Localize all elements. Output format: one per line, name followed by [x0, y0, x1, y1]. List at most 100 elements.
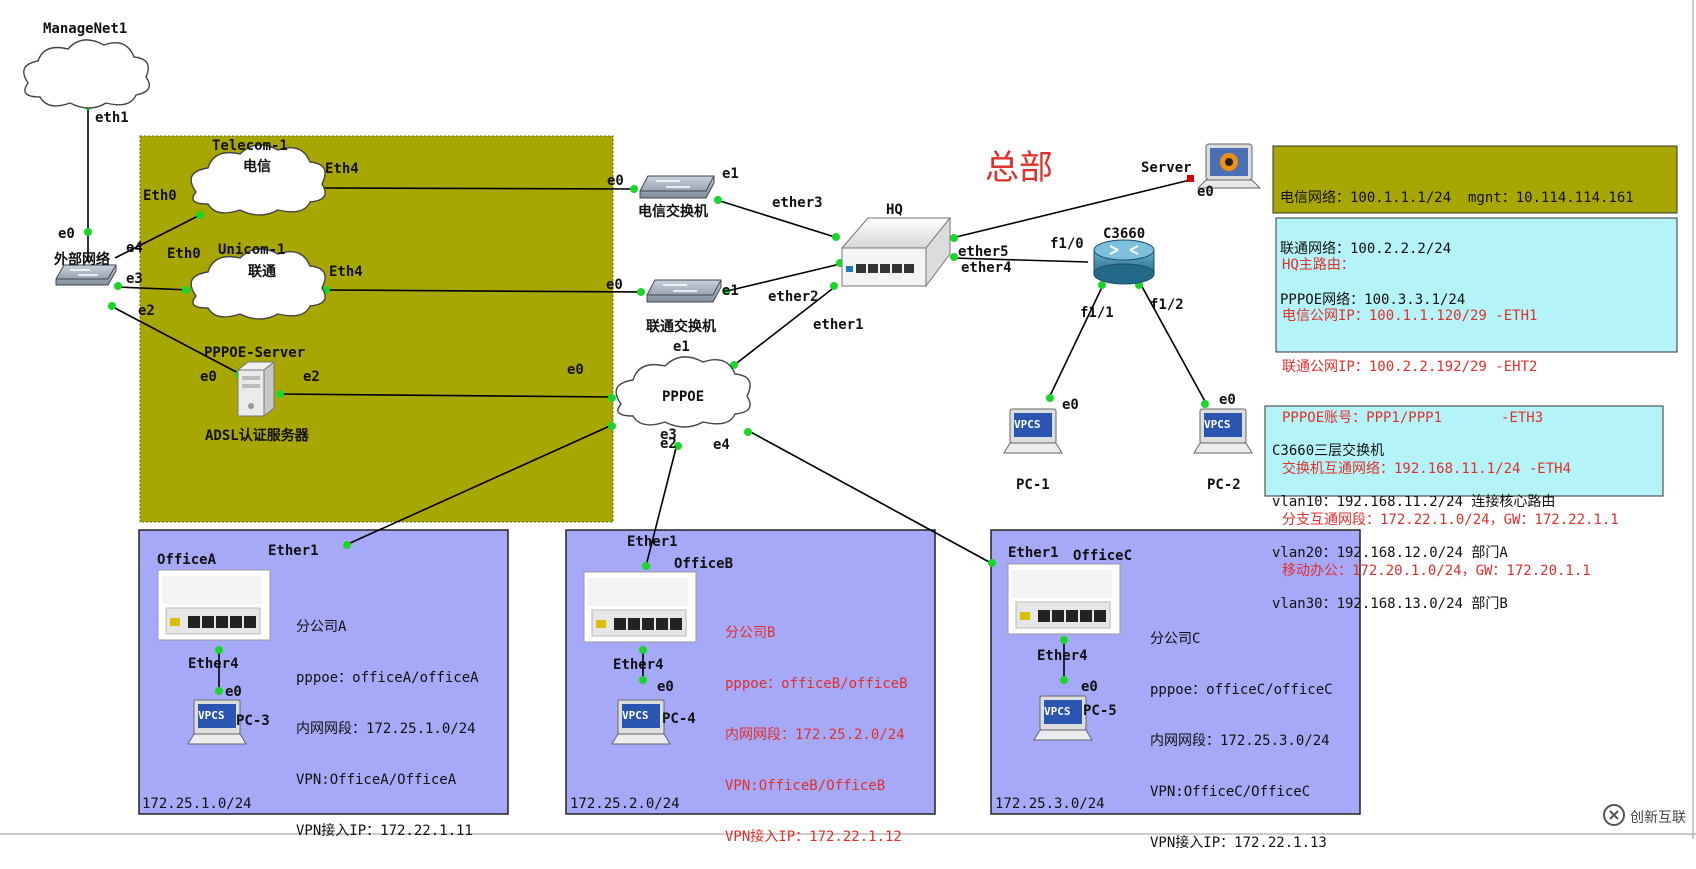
switch-icon[interactable] — [646, 279, 722, 303]
cloud-text-pppoe: PPPOE — [662, 389, 705, 405]
officeC-line: 内网网段：172.25.3.0/24 — [1150, 733, 1330, 749]
port-label: e3 — [126, 271, 143, 287]
switch-icon[interactable] — [55, 264, 117, 286]
node-label-telecom-1: Telecom-1 — [212, 138, 288, 154]
server-icon[interactable] — [236, 360, 276, 418]
port-label: e0 — [225, 684, 242, 700]
officeC-line: 分公司C — [1150, 631, 1201, 647]
c3660-router-icon[interactable] — [1093, 239, 1155, 285]
officeB-line: pppoe：officeB/officeB — [725, 676, 908, 692]
hq-line: 交换机互通网络：192.168.11.1/24 -ETH4 — [1282, 461, 1572, 477]
officeA-info-text: 分公司A pppoe：officeA/officeA 内网网段：172.25.1… — [296, 585, 479, 857]
isp-line: 联通网络：100.2.2.2/24 — [1280, 241, 1452, 257]
node-label-unicom-1: Unicom-1 — [218, 242, 286, 258]
c3660-line: vlan30：192.168.13.0/24 部门B — [1272, 596, 1508, 612]
port-label: f1/0 — [1050, 236, 1084, 252]
port-label: e0 — [1219, 392, 1236, 408]
port-label: e1 — [722, 166, 739, 182]
port-label: ether5 — [958, 244, 1009, 260]
c3660-line: vlan10：192.168.11.2/24 连接核心路由 — [1272, 494, 1556, 510]
node-label-pc2: PC-2 — [1207, 477, 1241, 493]
node-label-pppoe-server: PPPOE-Server — [204, 345, 306, 361]
officeC-info-text: 分公司C pppoe：officeC/officeC 内网网段：172.25.3… — [1150, 597, 1333, 869]
node-label-adsl-server: ADSL认证服务器 — [205, 428, 309, 444]
node-label-c3660: C3660 — [1103, 226, 1146, 242]
node-label-officeA: OfficeA — [157, 552, 217, 568]
port-label: Ether4 — [613, 657, 664, 673]
node-label-telecom-switch: 电信交换机 — [638, 204, 708, 220]
cloud-icon[interactable] — [23, 39, 150, 109]
port-label: Eth0 — [167, 246, 201, 262]
laptop-server-icon[interactable] — [1196, 143, 1262, 189]
pc-icon[interactable] — [187, 699, 247, 745]
cloud-icon[interactable] — [190, 248, 326, 320]
port-label: Ether4 — [1037, 648, 1088, 664]
officeB-info-text: 分公司B pppoe：officeB/officeB 内网网段：172.25.2… — [725, 591, 908, 863]
cloud-text-unicom: 联通 — [248, 264, 276, 280]
officeA-line: pppoe：officeA/officeA — [296, 670, 479, 686]
port-label: Ether1 — [1008, 545, 1059, 561]
officeB-line: VPN接入IP：172.22.1.12 — [725, 829, 902, 845]
isp-info-box — [1272, 145, 1678, 214]
watermark-logo-icon — [1603, 804, 1625, 826]
officeA-line: VPN:OfficeA/OfficeA — [296, 772, 457, 788]
port-label: eth1 — [95, 110, 129, 126]
port-label: Eth4 — [329, 264, 363, 280]
node-label-unicom-switch: 联通交换机 — [646, 319, 716, 335]
subnet-label-c: 172.25.3.0/24 — [995, 796, 1105, 812]
officeA-line: VPN接入IP：172.22.1.11 — [296, 823, 473, 839]
pc-icon[interactable] — [1003, 408, 1063, 454]
pc-icon[interactable] — [1033, 695, 1093, 741]
port-label: ether4 — [961, 260, 1012, 276]
hq-line: 分支互通网段：172.22.1.0/24，GW：172.22.1.1 — [1282, 512, 1619, 528]
port-label: Eth4 — [325, 161, 359, 177]
hq-line: HQ主路由： — [1282, 257, 1355, 273]
officeB-line: VPN:OfficeB/OfficeB — [725, 778, 886, 794]
port-label: e0 — [1081, 679, 1098, 695]
port-label: e4 — [126, 240, 143, 256]
port-label: e0 — [200, 369, 217, 385]
vpcs-label: VPCS — [622, 709, 649, 722]
pc-icon[interactable] — [1193, 408, 1253, 454]
hq-info-box — [1275, 217, 1678, 353]
port-label: e0 — [607, 173, 624, 189]
hq-info-text: HQ主路由： 电信公网IP：100.1.1.120/29 -ETH1 联通公网I… — [1282, 223, 1619, 597]
node-label-managenet1: ManageNet1 — [43, 21, 128, 37]
router-icon[interactable] — [1007, 563, 1121, 635]
officeA-line: 分公司A — [296, 619, 347, 635]
watermark-text: 创新互联 — [1630, 810, 1686, 826]
node-label-outer-switch: 外部网络 — [54, 252, 110, 268]
isp-line: 电信网络：100.1.1.1/24 mgnt：10.114.114.161 — [1280, 190, 1634, 206]
port-label: e0 — [606, 277, 623, 293]
pc-icon[interactable] — [611, 699, 671, 745]
cloud-icon[interactable] — [190, 144, 326, 216]
hq-line: PPPOE账号：PPP1/PPP1 -ETH3 — [1282, 410, 1544, 426]
isp-info-text: 电信网络：100.1.1.1/24 mgnt：10.114.114.161 联通… — [1280, 156, 1634, 326]
server-link-port — [1187, 175, 1194, 182]
router-icon[interactable] — [840, 216, 952, 288]
node-label-officeC: OfficeC — [1073, 548, 1133, 564]
vpcs-label: VPCS — [198, 709, 225, 722]
port-label: Ether1 — [627, 534, 678, 550]
hq-line: 联通公网IP：100.2.2.192/29 -EHT2 — [1282, 359, 1538, 375]
switch-icon[interactable] — [639, 175, 715, 199]
cloud-icon[interactable] — [615, 356, 751, 428]
port-label: e1 — [722, 283, 739, 299]
node-label-pc5: PC-5 — [1083, 703, 1117, 719]
node-label-pc1: PC-1 — [1016, 477, 1050, 493]
isp-line: PPPOE网络：100.3.3.1/24 — [1280, 292, 1466, 308]
vpcs-label: VPCS — [1014, 418, 1041, 431]
port-label: e0 — [657, 679, 674, 695]
router-icon[interactable] — [157, 569, 271, 641]
node-label-server: Server — [1141, 160, 1192, 176]
port-label: Ether4 — [188, 656, 239, 672]
port-label: e1 — [673, 339, 690, 355]
port-label: e2 — [138, 303, 155, 319]
c3660-info-box — [1264, 405, 1664, 497]
port-label: ether1 — [813, 317, 864, 333]
port-label: e4 — [713, 437, 730, 453]
hq-line: 移动办公：172.20.1.0/24，GW：172.20.1.1 — [1282, 563, 1591, 579]
router-icon[interactable] — [583, 571, 697, 643]
links — [87, 104, 1208, 691]
port-label: Eth0 — [143, 188, 177, 204]
